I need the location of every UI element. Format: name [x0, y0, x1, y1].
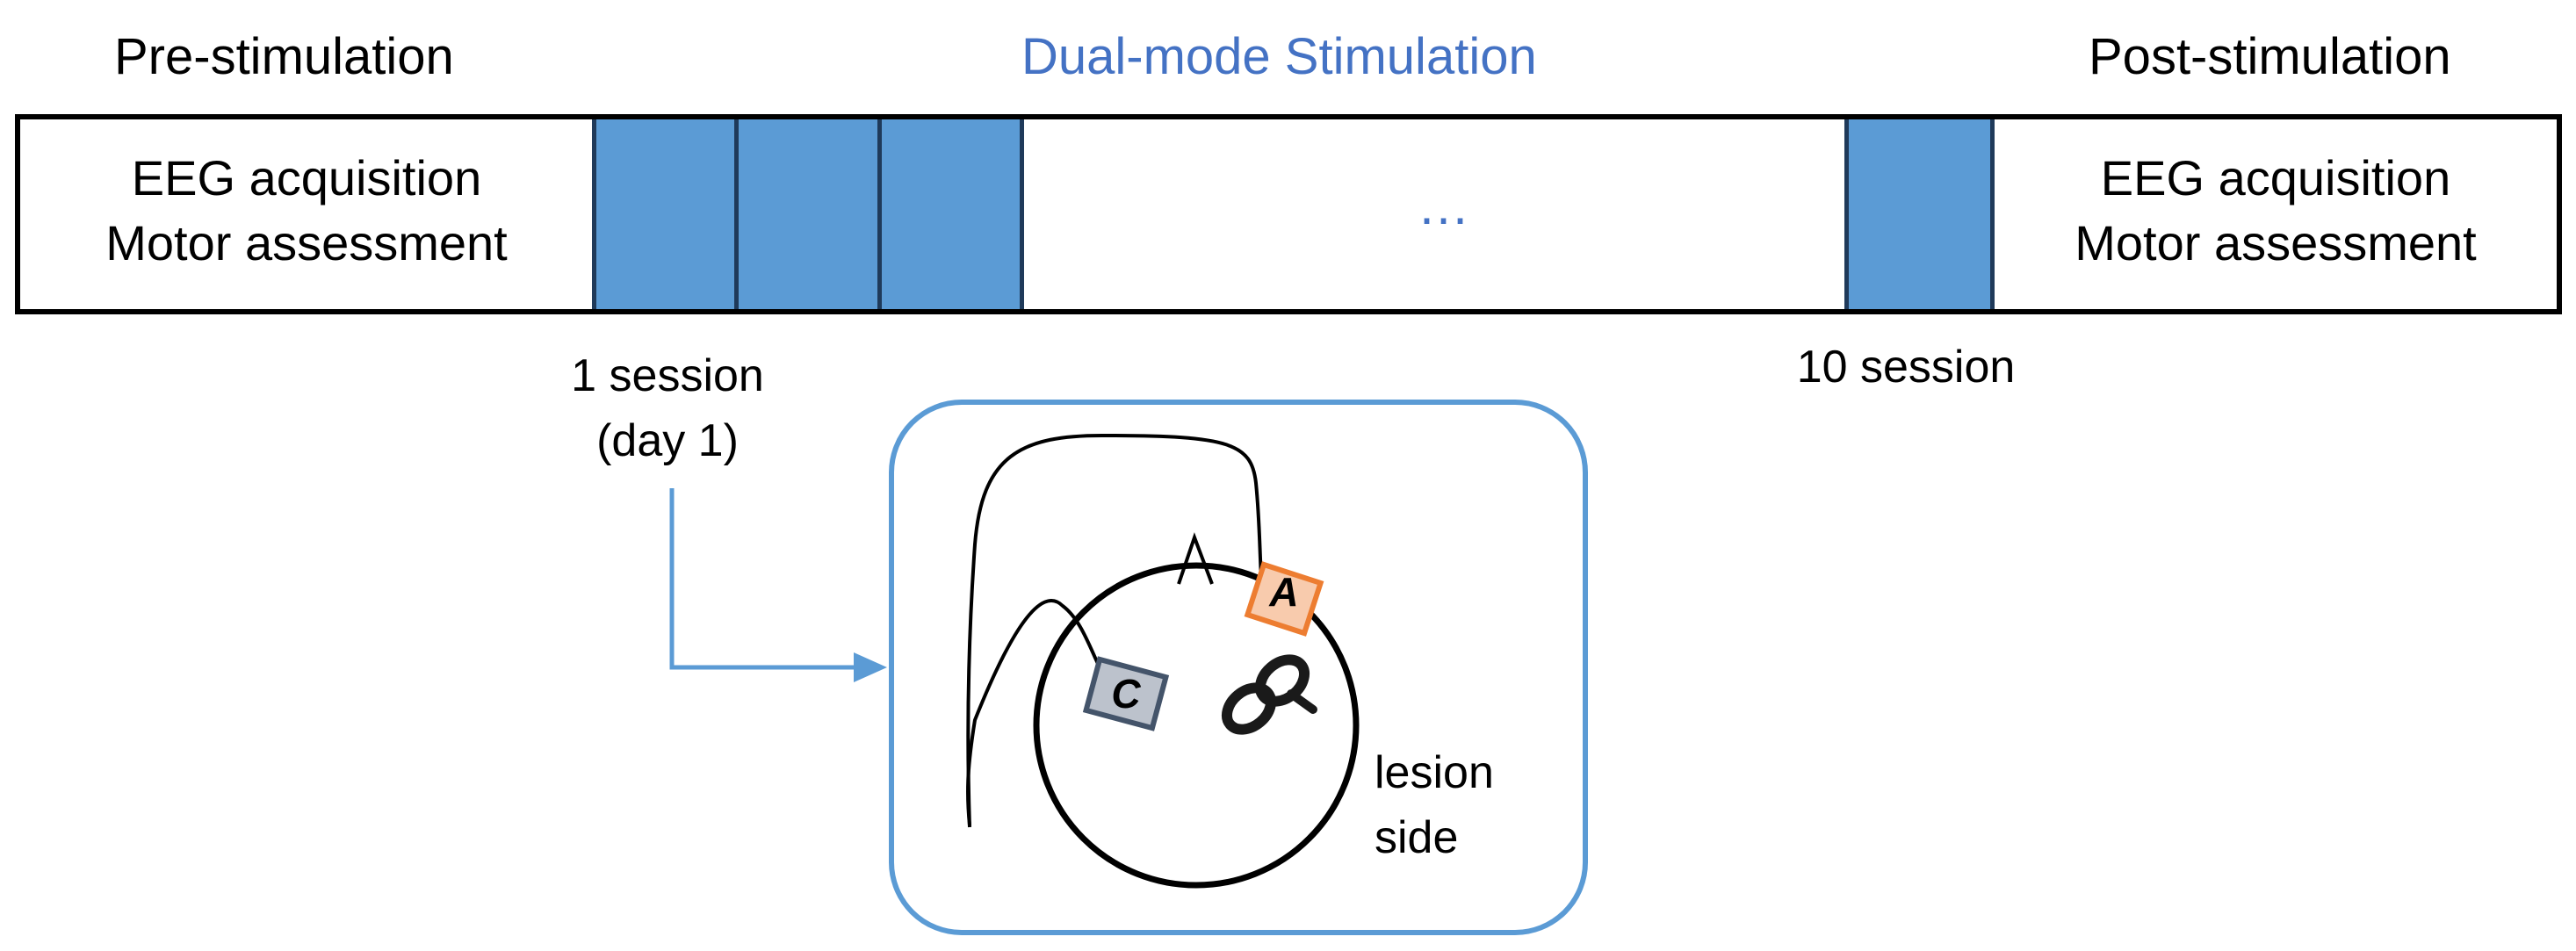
cathode-electrode — [1082, 656, 1170, 731]
first-session-day-label: (day 1) — [596, 415, 739, 466]
post-stimulation-title: Post-stimulation — [2089, 28, 2451, 85]
pre-stimulation-cell: EEG acquisition Motor assessment — [20, 119, 593, 309]
connector-arrow-line — [669, 488, 856, 670]
side-label: side — [1375, 812, 1459, 863]
intermediate-sessions-cell: … — [1024, 119, 1863, 309]
session-block-1 — [592, 119, 739, 309]
post-cell-line1: EEG acquisition — [2100, 150, 2451, 205]
session-block-10 — [1844, 119, 1995, 309]
timeline-bar: EEG acquisition Motor assessment … EEG a… — [15, 114, 2562, 314]
dual-mode-stimulation-title: Dual-mode Stimulation — [1021, 28, 1537, 85]
lesion-label: lesion — [1375, 747, 1494, 798]
post-stimulation-cell: EEG acquisition Motor assessment — [1995, 119, 2557, 309]
pre-cell-line2: Motor assessment — [105, 215, 508, 270]
anode-wire — [966, 433, 1263, 828]
pre-stimulation-title: Pre-stimulation — [114, 28, 454, 85]
ellipsis: … — [1417, 177, 1470, 235]
connector-arrow-head — [854, 652, 887, 682]
post-cell-line2: Motor assessment — [2075, 215, 2477, 270]
nose — [1177, 532, 1214, 585]
first-session-label: 1 session — [571, 350, 764, 401]
cathode-wire — [966, 599, 1101, 826]
tms-coil-icon — [1221, 654, 1317, 735]
last-session-label: 10 session — [1796, 342, 2016, 393]
pre-cell-line1: EEG acquisition — [131, 150, 482, 205]
anode-label: A — [1269, 569, 1299, 615]
cathode-label: C — [1111, 671, 1141, 717]
anode-electrode — [1244, 561, 1324, 637]
head-outline — [1033, 562, 1360, 889]
session-block-3 — [877, 119, 1024, 309]
